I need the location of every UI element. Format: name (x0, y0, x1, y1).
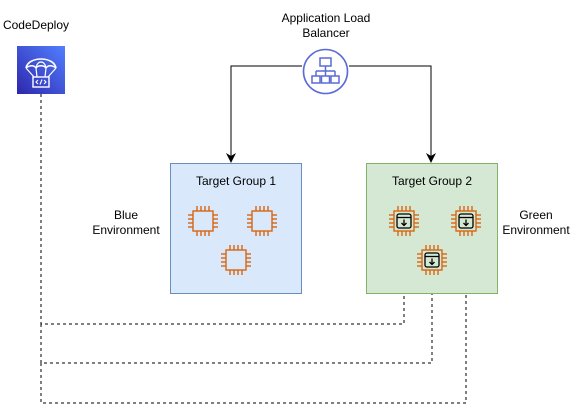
codedeploy-to-instance-b-dashed (40, 238, 471, 404)
target-group-1-label: Target Group 1 (195, 174, 277, 188)
target-group-2-label: Target Group 2 (391, 174, 473, 188)
ec2-instance-icon (219, 243, 253, 277)
alb-label: Application Load Balancer (281, 11, 371, 40)
alb-to-target-group-1-arrow (226, 65, 302, 163)
application-load-balancer-icon (302, 48, 349, 95)
ec2-instance-with-deploy-arrow-icon (449, 204, 483, 238)
alb-to-target-group-2-arrow (349, 65, 436, 163)
ec2-instance-icon (186, 204, 220, 238)
codedeploy-to-instance-c-dashed (40, 276, 437, 364)
codedeploy-to-instance-a-dashed (40, 94, 409, 325)
green-environment-label: Green Environment (502, 208, 570, 237)
codedeploy-label: CodeDeploy (2, 18, 70, 32)
blue-environment-label: Blue Environment (92, 208, 160, 237)
ec2-instance-with-deploy-arrow-icon (415, 243, 449, 277)
codedeploy-icon (17, 46, 65, 94)
ec2-instance-with-deploy-arrow-icon (387, 204, 421, 238)
target-group-1-box: Target Group 1 (170, 163, 302, 294)
ec2-instance-icon (245, 204, 279, 238)
